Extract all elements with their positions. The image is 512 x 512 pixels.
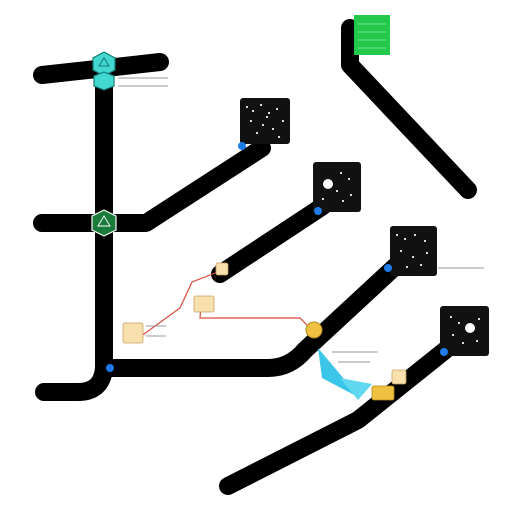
dot-icon[interactable] [440, 348, 448, 356]
dot-icon[interactable] [384, 264, 392, 272]
dot-icon[interactable] [106, 364, 114, 372]
panel-3[interactable] [390, 226, 437, 276]
dot-icon[interactable] [238, 142, 246, 150]
cyan-triangle-tail [340, 378, 372, 400]
panel-2[interactable] [313, 162, 361, 212]
panel-1[interactable] [240, 98, 290, 144]
flag-texture [358, 23, 386, 49]
panel-4[interactable] [440, 306, 489, 356]
track-vertical-trunk [35, 66, 113, 401]
dot-icon[interactable] [314, 207, 322, 215]
label-placeholders [118, 77, 484, 363]
track-lines [33, 19, 477, 495]
hex-node-icon[interactable] [91, 209, 117, 237]
note-icon[interactable] [215, 262, 229, 276]
note-icon[interactable] [122, 322, 144, 344]
hex-node-icon[interactable] [93, 71, 115, 91]
note-icon[interactable] [391, 369, 407, 385]
track-upper-right-branch [211, 197, 332, 283]
track-lower-horizontal [95, 253, 409, 377]
track-bottom-diagonal [219, 339, 457, 495]
track-mid-branch [33, 139, 271, 232]
circle-node-icon[interactable] [305, 321, 323, 339]
note-icon[interactable] [371, 385, 395, 401]
track-top-right [341, 19, 477, 199]
note-icon[interactable] [193, 295, 215, 313]
flag-icon[interactable] [354, 15, 390, 55]
